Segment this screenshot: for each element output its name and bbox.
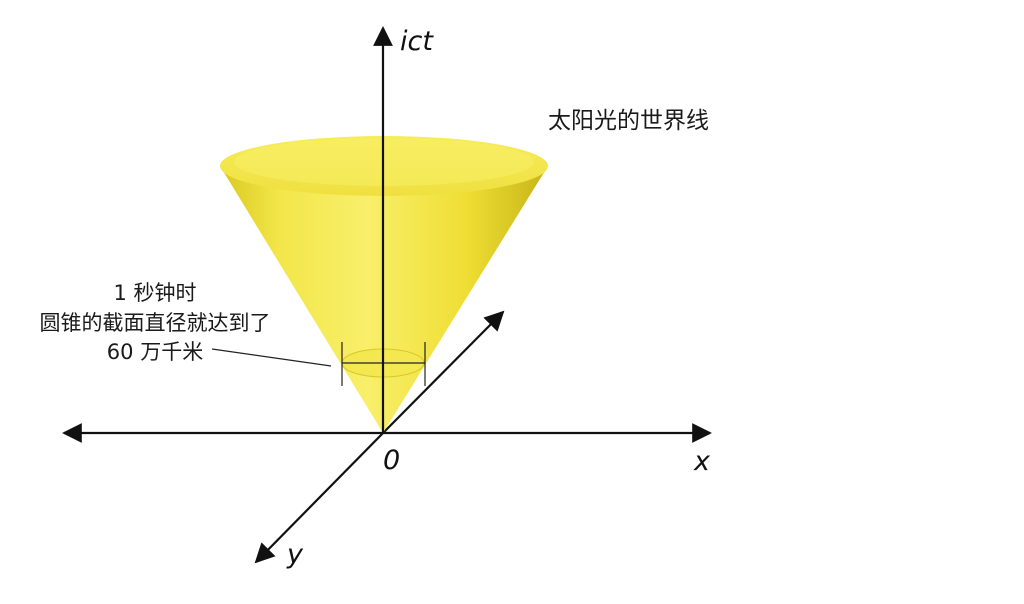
y-axis-label: y <box>286 539 304 570</box>
annotation-line-1: 1 秒钟时 <box>113 281 196 305</box>
annotation-line-2: 圆锥的截面直径就达到了 <box>40 311 271 335</box>
y-axis-negative <box>382 310 505 434</box>
ict-axis-label: ict <box>400 26 434 57</box>
x-axis-label: x <box>693 446 711 477</box>
annotation-leader <box>211 348 332 367</box>
annotation-line-3: 60 万千米 <box>107 340 203 364</box>
origin-label: 0 <box>383 445 400 476</box>
y-axis-positive <box>254 432 384 564</box>
diagram-title: 太阳光的世界线 <box>548 108 709 134</box>
